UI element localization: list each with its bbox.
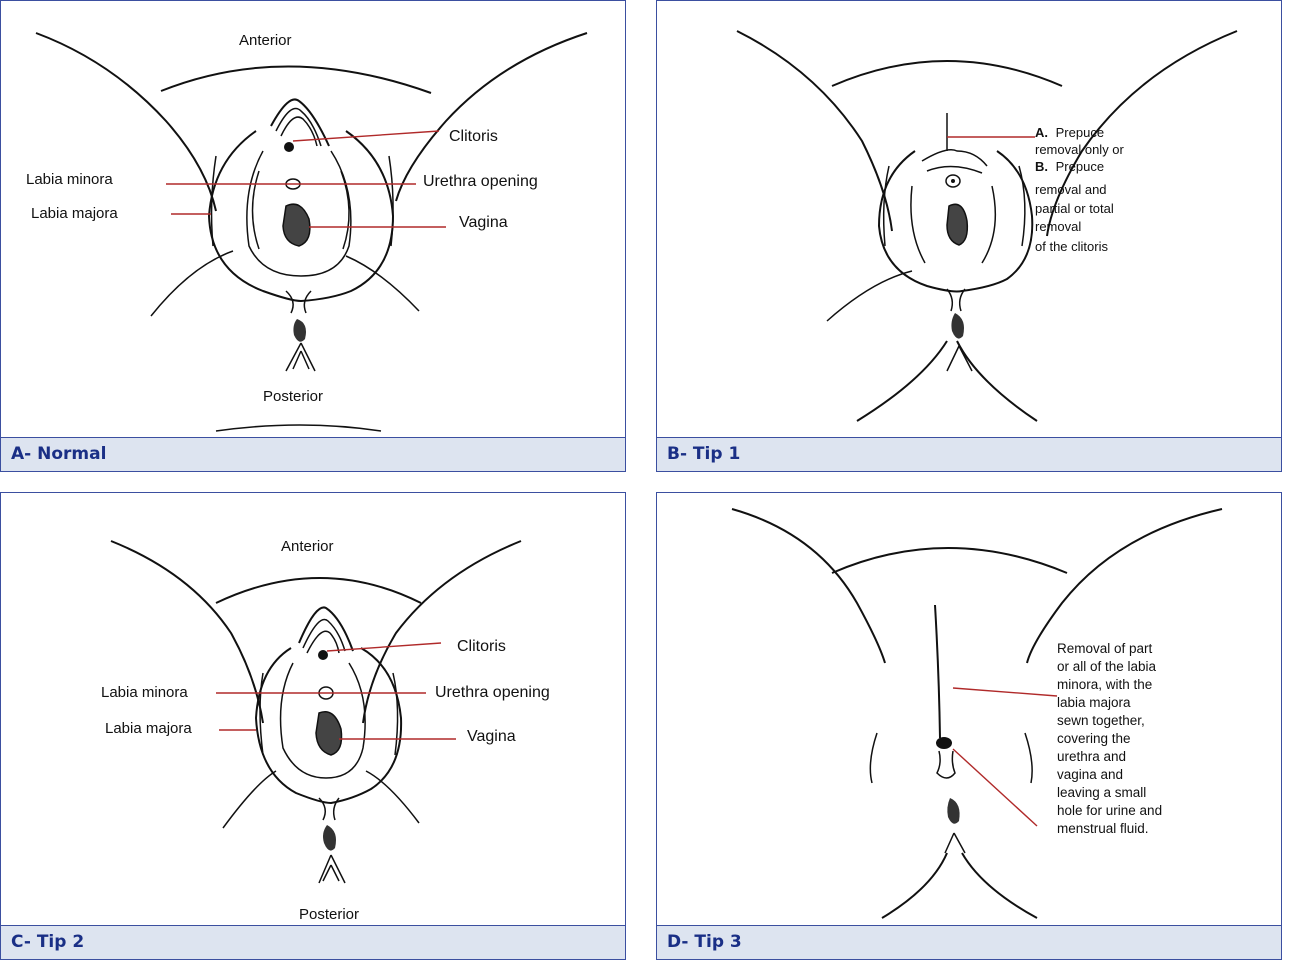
note-line: hole for urine and [1057, 803, 1162, 818]
panel-tip-3: Removal of part or all of the labia mino… [656, 492, 1282, 960]
note-line: sewn together, [1057, 713, 1145, 728]
note-line: Removal of part [1057, 641, 1153, 656]
panel-normal: Anterior Clitoris Urethra opening Vagina… [0, 0, 626, 472]
label-urethra-opening: Urethra opening [435, 684, 550, 701]
note-line: labia majora [1057, 695, 1131, 710]
caption-bar: B- Tip 1 [657, 437, 1281, 471]
diagram-tip-3: Removal of part or all of the labia mino… [657, 493, 1283, 927]
note-line: menstrual fluid. [1057, 821, 1149, 836]
caption-bar: A- Normal [1, 437, 625, 471]
note-line: Prepuce [1056, 159, 1104, 174]
caption-bar: D- Tip 3 [657, 925, 1281, 959]
label-posterior: Posterior [263, 388, 323, 405]
label-clitoris: Clitoris [449, 128, 498, 145]
label-labia-majora: Labia majora [31, 205, 118, 222]
note-line: partial or total [1035, 201, 1114, 216]
note-line: or all of the labia [1057, 659, 1157, 674]
note-line: Prepuce [1056, 125, 1104, 140]
label-anterior: Anterior [239, 32, 292, 49]
caption-text: C- Tip 2 [11, 932, 84, 952]
panel-tip-2: Anterior Clitoris Urethra opening Vagina… [0, 492, 626, 960]
note-line: removal only or [1035, 142, 1125, 157]
caption-text: B- Tip 1 [667, 444, 740, 464]
note-line: leaving a small [1057, 785, 1146, 800]
note-line: removal and [1035, 182, 1107, 197]
note-prepuce-removal: A. Prepuce removal only or B. Prepuce re… [1035, 125, 1128, 254]
label-labia-minora: Labia minora [101, 684, 188, 701]
note-line: of the clitoris [1035, 239, 1108, 254]
label-labia-majora: Labia majora [105, 720, 192, 737]
label-clitoris: Clitoris [457, 638, 506, 655]
panel-tip-1: A. Prepuce removal only or B. Prepuce re… [656, 0, 1282, 472]
diagram-normal: Anterior Clitoris Urethra opening Vagina… [1, 1, 627, 439]
note-line: minora, with the [1057, 677, 1152, 692]
note-letter-b: B. [1035, 159, 1048, 174]
note-line: removal [1035, 219, 1081, 234]
label-labia-minora: Labia minora [26, 171, 113, 188]
caption-text: A- Normal [11, 444, 106, 464]
diagram-tip-1: A. Prepuce removal only or B. Prepuce re… [657, 1, 1283, 439]
label-vagina: Vagina [467, 728, 516, 745]
note-line: covering the [1057, 731, 1131, 746]
label-anterior: Anterior [281, 538, 334, 555]
note-line: urethra and [1057, 749, 1126, 764]
label-urethra-opening: Urethra opening [423, 173, 538, 190]
diagram-tip-2: Anterior Clitoris Urethra opening Vagina… [1, 493, 627, 927]
note-line: vagina and [1057, 767, 1123, 782]
caption-bar: C- Tip 2 [1, 925, 625, 959]
note-letter-a: A. [1035, 125, 1048, 140]
caption-text: D- Tip 3 [667, 932, 742, 952]
label-vagina: Vagina [459, 214, 508, 231]
label-posterior: Posterior [299, 906, 359, 923]
